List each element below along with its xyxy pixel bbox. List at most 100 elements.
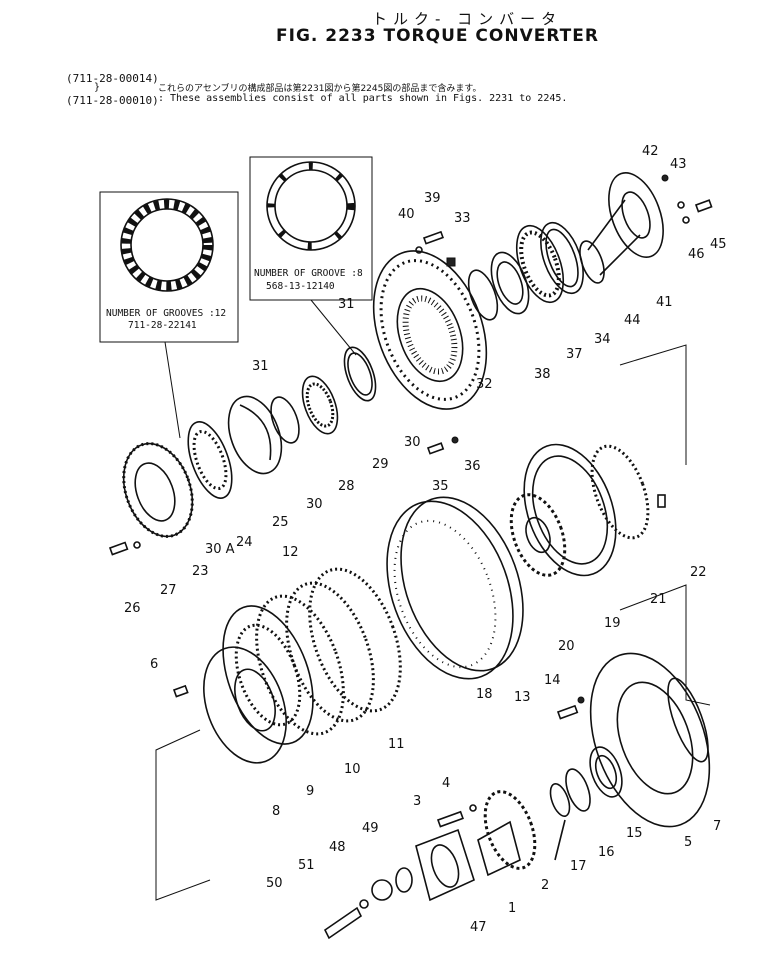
part-32-pump-impeller [372,250,488,410]
part-20-sprocket [509,493,567,577]
part-37-bearing [490,251,530,315]
part-9-plate [222,605,314,745]
callout-19: 19 [604,616,621,631]
part-number-brace: } [94,82,101,93]
callout-6: 6 [150,657,158,672]
callout-30a: 30 A [205,542,235,557]
callout-32: 32 [476,377,493,392]
callout-2: 2 [541,878,549,893]
title-japanese: トルク- コンバータ [372,10,563,28]
callout-25: 25 [272,515,289,530]
callout-39: 39 [424,191,441,206]
callout-50: 50 [266,876,283,891]
part-8-piston [203,646,287,764]
callout-30: 30 [306,497,323,512]
callout-30: 30 [404,435,421,450]
part-48-washer [371,879,393,901]
callout-13: 13 [514,690,531,705]
part-28-splined-hub [301,375,339,435]
inset-groove-8: NUMBER OF GROOVE :8 568-13-12140 [249,156,373,301]
part-1-gear [477,790,537,877]
part-29-snap-ring [343,346,377,402]
callout-42: 42 [642,144,659,159]
callout-15: 15 [626,826,643,841]
callout-22: 22 [690,565,707,580]
callout-10: 10 [344,762,361,777]
callout-49: 49 [362,821,379,836]
part-23-gear [122,442,194,538]
callout-37: 37 [566,347,583,362]
part-51-washer [359,899,369,909]
part-41-shaft-flange [579,172,664,284]
callout-18: 18 [476,687,493,702]
callout-4: 4 [442,776,450,791]
callout-47: 47 [470,920,487,935]
callout-labels: 4243454644414039333437383132312829303036… [124,144,727,935]
callout-1: 1 [508,901,516,916]
part-30-ring [270,396,300,444]
part-5-cover [589,652,711,828]
callout-12: 12 [282,545,299,560]
assembly-note-english: : These assemblies consist of all parts … [158,93,568,104]
inset-1-line-1: NUMBER OF GROOVES :12 [106,308,226,319]
callout-28: 28 [338,479,355,494]
inset-2-line-2: 568-13-12140 [266,281,335,292]
part-15-bearing [589,746,623,798]
part-25-stator [227,395,283,475]
part-21-ring-gear [590,444,650,540]
bolts-left [108,436,459,556]
callout-34: 34 [594,332,611,347]
part-34-bearing [515,224,565,304]
callout-26: 26 [124,601,141,616]
part-18-housing [386,496,524,680]
assembly-part-number-1: (711-28-00014) [66,72,159,85]
part-50-bolt [323,906,363,940]
callout-11: 11 [388,737,405,752]
assembly-note-japanese: これらのアセンブリの構成部品は第2231図から第2245図の部品まで含みます。 [158,84,482,94]
callout-9: 9 [306,784,314,799]
part-17-snap-ring [549,782,571,818]
callout-14: 14 [544,673,561,688]
callout-17: 17 [570,859,587,874]
callout-27: 27 [160,583,177,598]
callout-3: 3 [413,794,421,809]
part-3-bolt [436,810,464,828]
callout-31: 31 [338,297,355,312]
callout-33: 33 [454,211,471,226]
callout-41: 41 [656,295,673,310]
callout-7: 7 [713,819,721,834]
part-19-turbine [523,443,617,577]
callout-35: 35 [432,479,449,494]
callout-45: 45 [710,237,727,252]
callout-21: 21 [650,592,667,607]
callout-46: 46 [688,247,705,262]
inset-grooves-12: NUMBER OF GROOVES :12 711-28-22141 [99,191,239,343]
callout-5: 5 [684,835,692,850]
callout-29: 29 [372,457,389,472]
callout-44: 44 [624,313,641,328]
callout-20: 20 [558,639,575,654]
callout-31: 31 [252,359,269,374]
part-47-bracket [415,828,475,902]
part-24-bearing [187,421,233,499]
callout-23: 23 [192,564,209,579]
bolts-lower-right [556,696,585,720]
callout-48: 48 [329,840,346,855]
callout-24: 24 [236,535,253,550]
part-6-pin [172,684,189,698]
figure-title: FIG. 2233 TORQUE CONVERTER [276,26,599,46]
callout-51: 51 [298,858,315,873]
part-22-pin [657,494,666,508]
callout-16: 16 [598,845,615,860]
callout-36: 36 [464,459,481,474]
part-16-ring [565,768,591,812]
callout-43: 43 [670,157,687,172]
inset-2-line-1: NUMBER OF GROOVE :8 [254,268,363,279]
assembly-part-number-2: (711-28-00010) [66,94,159,107]
callout-8: 8 [272,804,280,819]
bolts-upper [415,174,713,267]
part-38-ring [467,269,499,321]
part-49-o-ring [395,867,413,893]
part-12-plates [255,567,402,736]
